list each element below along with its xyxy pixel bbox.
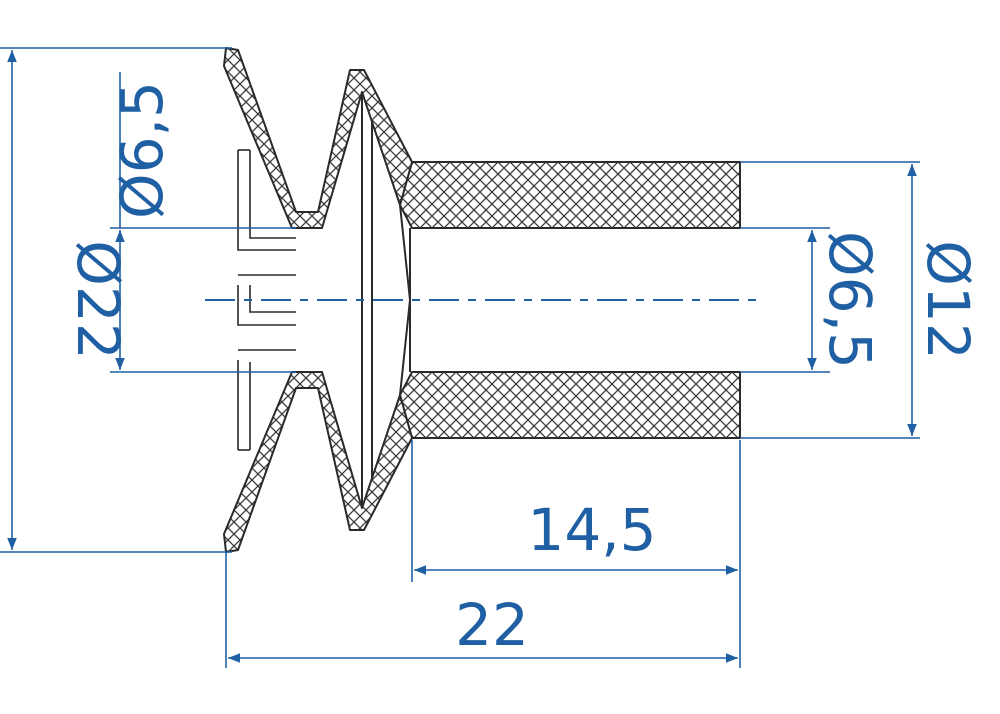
- shaft-wall-top: [399, 161, 741, 229]
- bellows-upper: [223, 47, 413, 229]
- bellows-lower: [223, 371, 413, 553]
- shaft-wall-bottom: [399, 371, 741, 439]
- suction-cup-part: [223, 47, 741, 553]
- dimension-lines: [0, 47, 920, 668]
- label-inner-right-diameter: Ø6,5: [816, 231, 884, 369]
- label-inner-left-diameter: Ø6,5: [108, 81, 176, 219]
- label-shaft-diameter: Ø12: [914, 240, 982, 359]
- label-shaft-length: 14,5: [527, 496, 656, 564]
- lip-segments: [237, 149, 296, 451]
- label-outer-diameter: Ø22: [64, 240, 132, 359]
- label-total-length: 22: [455, 591, 529, 659]
